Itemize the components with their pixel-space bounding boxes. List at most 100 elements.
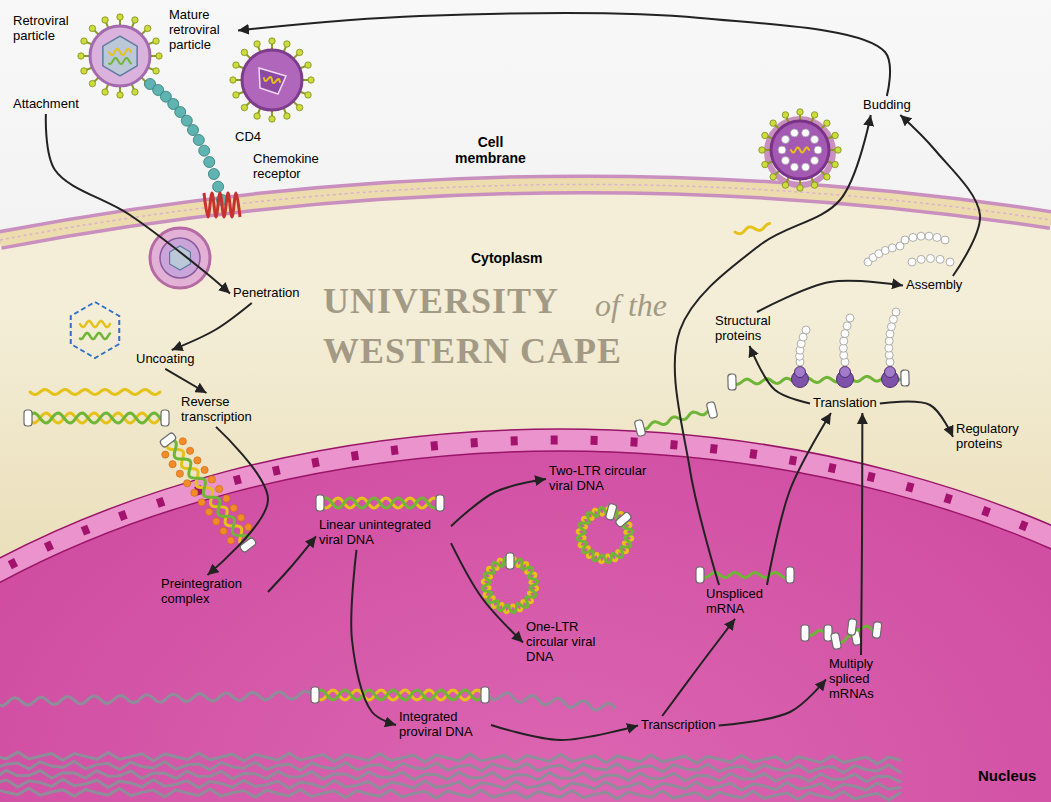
nucleic-strand — [109, 49, 131, 55]
virus-particle — [78, 14, 162, 98]
stage-text: Linear unintegrated viral DNA — [319, 518, 448, 548]
receptor-label: Chemokine receptor — [250, 150, 340, 184]
protein-dot — [194, 457, 201, 464]
protein-dot — [186, 447, 193, 454]
ribosome-small — [795, 367, 806, 378]
spike-knob — [296, 104, 302, 110]
ltr-cap — [706, 401, 718, 418]
protein-dot — [223, 495, 230, 502]
stage-text: Transcription — [641, 718, 716, 733]
protein-dot — [201, 466, 208, 473]
nucleic-strand — [577, 507, 633, 563]
bead — [199, 145, 210, 156]
bead — [892, 308, 900, 316]
assembling-gag — [901, 232, 949, 244]
ltr-cap — [481, 687, 489, 703]
bead — [204, 157, 215, 168]
stage-label: Regulatory proteins — [953, 420, 1043, 454]
spike-knob — [811, 112, 817, 118]
bead — [188, 125, 199, 136]
stage-text: Two-LTR circular viral DNA — [549, 464, 653, 494]
viral-rna — [30, 390, 160, 395]
integrase-proteins — [162, 438, 252, 544]
ltr-cap — [239, 537, 257, 553]
protein-dot — [176, 470, 183, 477]
region-label: Cytoplasm — [468, 248, 546, 268]
spike-knob — [797, 185, 803, 191]
bead — [933, 233, 941, 241]
protein-dot — [230, 505, 237, 512]
stage-text: Preintegration complex — [161, 577, 265, 607]
ltr-cap — [831, 632, 842, 649]
nucleic-strand — [0, 779, 900, 790]
stage-label: Attachment — [10, 95, 82, 114]
dna-double-strand — [159, 432, 257, 553]
nucleic-strand — [0, 770, 900, 781]
stage-text: Multiply spliced mRNAs — [829, 657, 893, 702]
circular-dna — [482, 553, 538, 613]
envelope-inner-line — [0, 451, 1051, 802]
region-label: Cell membrane — [448, 132, 533, 168]
spike-knob — [89, 80, 95, 86]
ltr-cap — [901, 370, 909, 386]
stage-label: Penetration — [230, 284, 303, 303]
stage-text: One-LTR circular viral DNA — [526, 620, 620, 665]
stage-text: Attachment — [13, 97, 79, 112]
nucleic-strand — [80, 333, 110, 339]
stage-text: Mature retroviral particle — [169, 8, 235, 53]
nuclear-pores — [0, 440, 1051, 802]
nucleic-strand — [30, 390, 160, 395]
nucleic-strand — [28, 413, 165, 423]
spike-knob — [144, 25, 150, 31]
nucleic-strand — [264, 77, 280, 83]
stage-label: Multiply spliced mRNAs — [826, 655, 896, 704]
region-label: Nucleus — [975, 765, 1039, 786]
stage-label: Integrated proviral DNA — [396, 708, 491, 742]
spike-knob — [824, 120, 830, 126]
ltr-cap — [316, 495, 324, 511]
stage-text: Budding — [863, 98, 911, 113]
stage-label: Unspliced mRNA — [703, 585, 783, 619]
stage-text: Integrated proviral DNA — [399, 710, 488, 740]
process-arrow — [662, 619, 735, 716]
nucleic-strand — [0, 752, 900, 764]
cell-membrane-outer — [0, 184, 1051, 240]
ltr-cap — [506, 553, 514, 569]
process-arrow — [767, 413, 831, 585]
process-arrow — [861, 413, 862, 655]
cell-membrane-lipids — [0, 184, 1051, 240]
gag-bead — [802, 163, 810, 171]
spliced-transcript — [847, 619, 882, 639]
ltr-cap — [696, 567, 704, 583]
bead — [208, 169, 219, 180]
receptor-label: CD4 — [232, 128, 264, 147]
stage-text: Retroviral particle — [13, 14, 77, 44]
ltr-cap — [311, 687, 319, 703]
nucleic-strand — [28, 413, 165, 423]
stage-label: Reverse transcription — [178, 393, 273, 427]
gag-bead — [790, 129, 798, 137]
ltr-cap — [615, 511, 632, 527]
process-arrow — [451, 543, 523, 642]
nucleic-strand — [109, 58, 131, 64]
circular-dna — [577, 503, 633, 563]
spike-knob — [241, 49, 247, 55]
ltr-cap — [847, 619, 857, 636]
bead — [917, 232, 925, 240]
nucleic-strand — [791, 148, 809, 153]
protein-dot — [179, 438, 186, 445]
nucleic-strand — [315, 690, 485, 700]
entering-particle — [160, 238, 200, 278]
spike-knob — [770, 120, 776, 126]
ltr-cap — [801, 625, 809, 641]
spike-knob — [832, 161, 838, 167]
bead — [936, 255, 944, 263]
nucleic-strand — [320, 498, 440, 508]
chemokine-receptor — [204, 193, 240, 217]
spike-knob — [284, 41, 290, 47]
process-arrow — [172, 303, 252, 350]
ltr-cap — [824, 625, 832, 641]
uncoating-capsid — [71, 302, 119, 358]
stage-text: Structural proteins — [715, 314, 784, 344]
protein-dot — [162, 451, 169, 458]
